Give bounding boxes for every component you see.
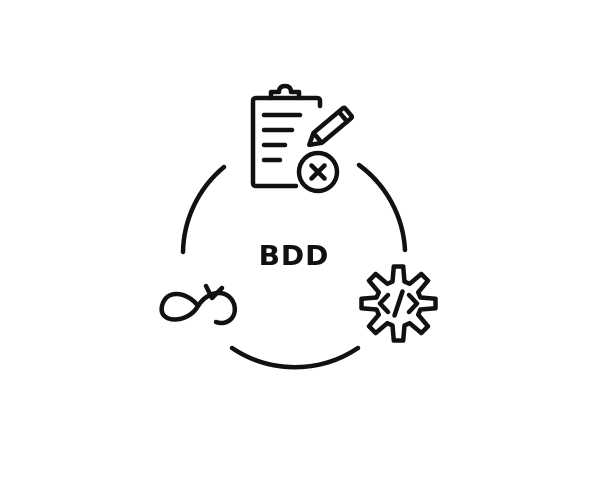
clipboard-edit-icon [250, 83, 355, 194]
pencil-icon [307, 105, 355, 148]
cycle-arc-left [180, 164, 227, 255]
refresh-arrowhead [203, 283, 225, 301]
gear-outline [359, 264, 438, 343]
error-circle [296, 150, 340, 194]
gear-code-icon [359, 264, 438, 343]
infinity-curve [159, 290, 238, 326]
code-bracket-left [377, 292, 391, 315]
pencil-tip [307, 130, 325, 148]
cycle-arcs [180, 162, 408, 370]
clipboard-clip [268, 83, 302, 101]
code-bracket-right [406, 292, 420, 315]
cycle-arc-bottom [229, 345, 361, 370]
clipboard-board [250, 95, 323, 189]
error-x-stroke-2 [309, 163, 327, 181]
center-label: BDD [258, 239, 330, 272]
code-slash [392, 289, 405, 318]
pencil-body [311, 105, 355, 145]
pencil-band [336, 109, 350, 124]
infinity-loop-icon [159, 283, 238, 326]
cycle-arc-right [356, 162, 408, 253]
